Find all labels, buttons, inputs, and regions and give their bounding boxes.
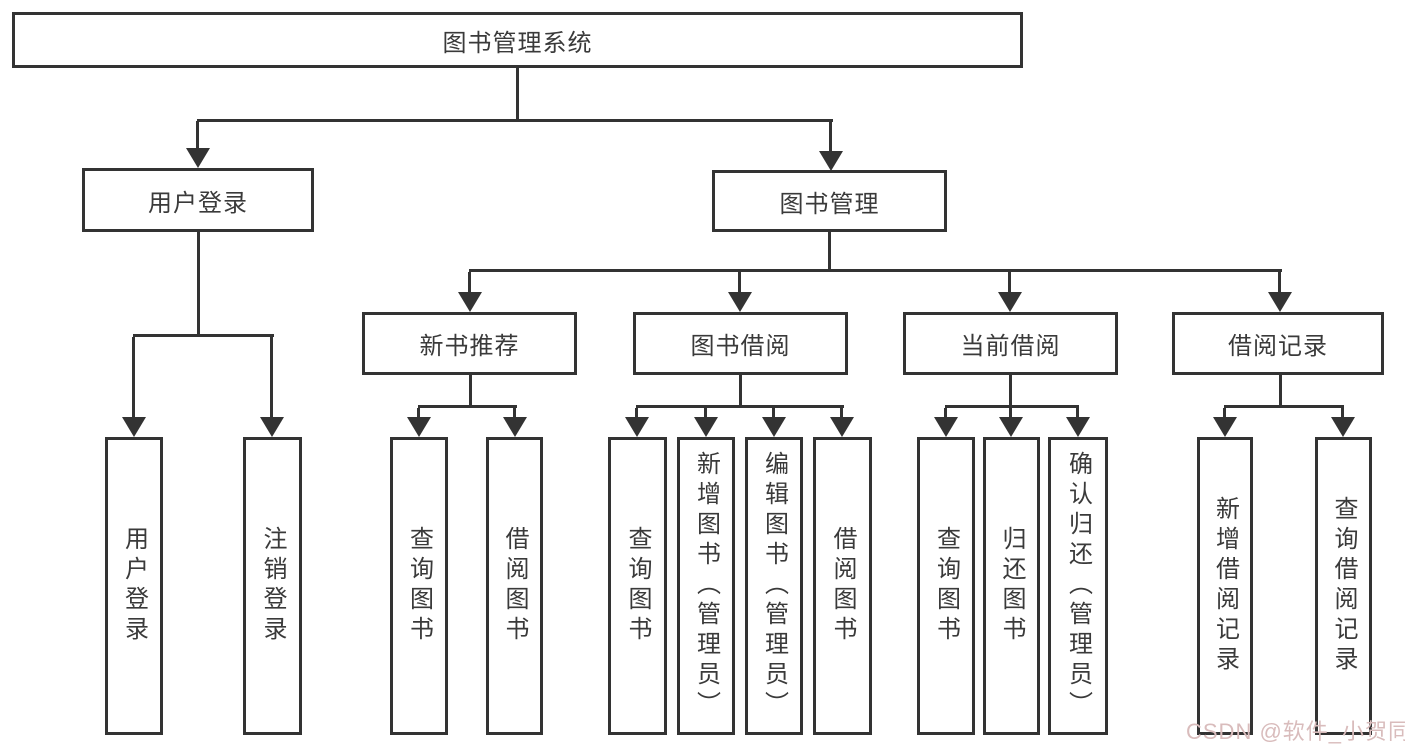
arrow-current-confirm — [1066, 408, 1090, 437]
arrow-to-login-leaf — [122, 337, 146, 437]
connector-root-stem — [516, 66, 519, 122]
connector-borrow-bar — [636, 405, 844, 408]
node-book-management: 图书管理 — [712, 170, 947, 232]
connector-records-stem — [1279, 374, 1282, 407]
arrow-to-new-book — [458, 272, 482, 312]
connector-records-bar — [1224, 405, 1344, 408]
connector-newbook-bar — [418, 405, 517, 408]
arrow-to-current-borrow — [998, 272, 1022, 312]
leaf-current-return-book: 归还图书 — [983, 437, 1040, 735]
arrow-borrow-add — [694, 408, 718, 437]
connector-root-bar — [197, 119, 833, 122]
leaf-current-query-book: 查询图书 — [917, 437, 975, 735]
node-current-borrow: 当前借阅 — [903, 312, 1118, 375]
node-book-borrow: 图书借阅 — [633, 312, 848, 375]
leaf-borrow-borrow-book: 借阅图书 — [813, 437, 872, 735]
connector-mgmt-bar — [469, 269, 1282, 272]
arrow-to-logout-leaf — [260, 337, 284, 437]
connector-login-bar — [133, 334, 274, 337]
arrow-borrow-query — [625, 408, 649, 437]
leaf-current-confirm-return-admin: 确认归还（管理员） — [1048, 437, 1108, 735]
connector-current-stem — [1009, 374, 1012, 407]
arrow-current-query — [934, 408, 958, 437]
arrow-borrow-edit — [762, 408, 786, 437]
arrow-records-add — [1213, 408, 1237, 437]
leaf-records-add-record: 新增借阅记录 — [1197, 437, 1253, 735]
watermark: CSDN @软件_小贺同学 — [1186, 719, 1405, 744]
arrow-records-query — [1331, 408, 1355, 437]
node-user-login: 用户登录 — [82, 168, 314, 232]
arrow-borrow-borrow — [830, 408, 854, 437]
arrow-to-user-login — [186, 121, 210, 168]
connector-current-bar — [945, 405, 1079, 408]
leaf-user-login: 用户登录 — [105, 437, 163, 735]
connector-newbook-stem — [469, 374, 472, 407]
leaf-logout: 注销登录 — [243, 437, 302, 735]
leaf-borrow-add-book-admin: 新增图书（管理员） — [677, 437, 735, 735]
leaf-newbook-borrow-book: 借阅图书 — [486, 437, 543, 735]
node-new-book-recommend: 新书推荐 — [362, 312, 577, 375]
leaf-newbook-query-book: 查询图书 — [390, 437, 448, 735]
node-library-management-system: 图书管理系统 — [12, 12, 1023, 68]
connector-borrow-stem — [739, 374, 742, 407]
arrow-to-borrow-records — [1268, 272, 1292, 312]
leaf-borrow-query-book: 查询图书 — [608, 437, 667, 735]
leaf-records-query-record: 查询借阅记录 — [1315, 437, 1372, 735]
arrow-newbook-query — [407, 408, 431, 437]
arrow-to-book-management — [819, 121, 843, 171]
arrow-current-return — [999, 408, 1023, 437]
arrow-to-book-borrow — [728, 272, 752, 312]
arrow-newbook-borrow — [503, 408, 527, 437]
connector-login-stem — [197, 230, 200, 336]
connector-mgmt-stem — [828, 231, 831, 271]
node-borrow-records: 借阅记录 — [1172, 312, 1384, 375]
leaf-borrow-edit-book-admin: 编辑图书（管理员） — [745, 437, 803, 735]
